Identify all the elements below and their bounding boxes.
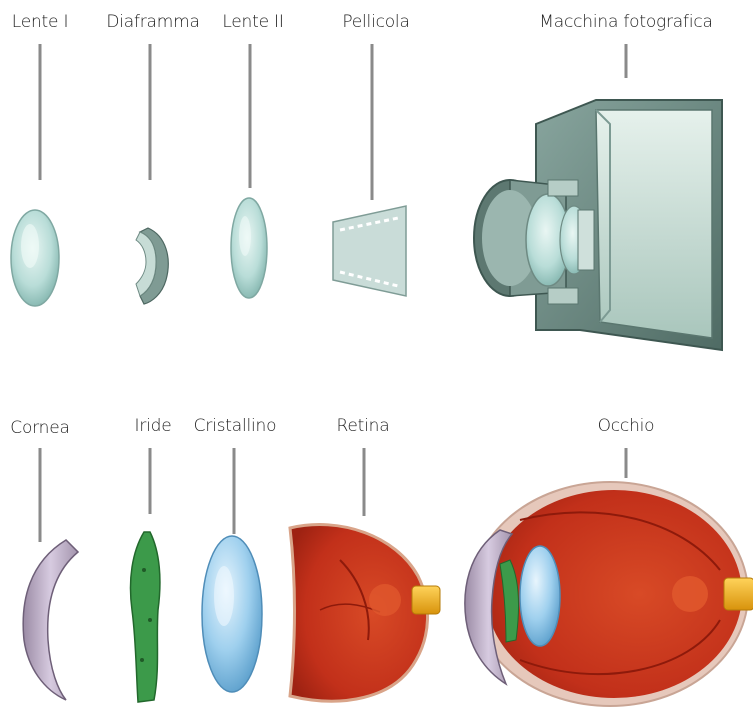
lente-1-illustration — [11, 210, 59, 306]
cristallino-illustration — [202, 536, 262, 692]
retina-illustration — [290, 525, 440, 702]
cornea-illustration — [23, 540, 78, 700]
camera-illustration — [474, 100, 722, 350]
diaframma-illustration — [136, 228, 168, 304]
pellicola-illustration — [333, 206, 406, 296]
iride-illustration — [131, 532, 160, 702]
occhio-illustration — [465, 482, 753, 706]
lente-2-illustration — [231, 198, 267, 298]
